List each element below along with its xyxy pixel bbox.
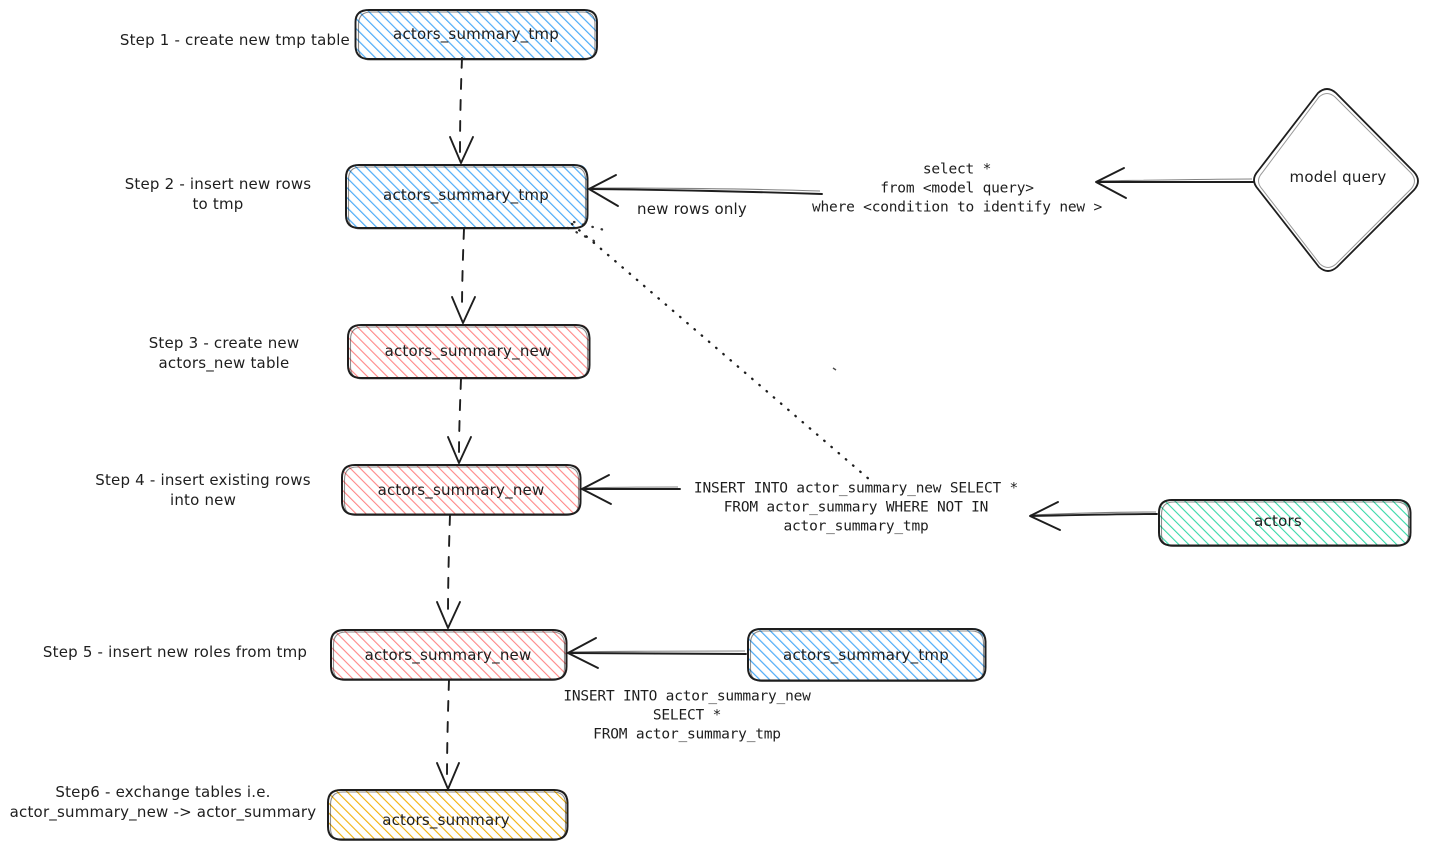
node-new3[interactable] xyxy=(330,629,568,682)
step-label-6: Step6 - exchange tables i.e. actor_summa… xyxy=(9,783,317,821)
stray-mark xyxy=(832,367,837,371)
node-summary[interactable] xyxy=(327,789,569,842)
node-tmp3[interactable] xyxy=(747,628,987,683)
arrow-new2-to-new3 xyxy=(436,514,461,629)
node-new1[interactable] xyxy=(347,324,591,380)
node-actors[interactable] xyxy=(1158,499,1412,548)
arrow-tmp1-to-tmp2 xyxy=(449,57,474,164)
step-label-3: Step 3 - create new actors_new table xyxy=(148,334,300,372)
arrow-tmp3-to-new3 xyxy=(567,637,747,669)
arrow-new3-to-summary xyxy=(436,679,460,790)
arrow-new1-to-new2 xyxy=(447,378,472,464)
node-model-query[interactable] xyxy=(1253,88,1419,272)
arrow-tmp2-to-new1 xyxy=(451,228,476,324)
step-label-4: Step 4 - insert existing rows into new xyxy=(95,471,311,509)
edge-label-step4-sql: INSERT INTO actor_summary_new SELECT * F… xyxy=(693,480,1019,535)
step-label-1: Step 1 - create new tmp table xyxy=(119,31,350,50)
edge-label-model-query-sql: select * from <model query> where <condi… xyxy=(811,161,1103,216)
step-label-5: Step 5 - insert new roles from tmp xyxy=(42,643,308,662)
arrow-actors-to-step4-sql xyxy=(1029,501,1158,531)
arrow-step4-sql-to-new2 xyxy=(581,474,681,505)
step-label-2: Step 2 - insert new rows to tmp xyxy=(124,175,312,213)
edge-label-step5-sql: INSERT INTO actor_summary_new SELECT * F… xyxy=(563,688,811,743)
node-tmp1[interactable] xyxy=(354,9,599,61)
node-new2[interactable] xyxy=(341,464,582,517)
edge-label-new-rows-only: new rows only xyxy=(637,200,747,219)
arrow-model-query-to-sql xyxy=(1095,167,1254,199)
arrow-new-rows-only xyxy=(588,174,823,207)
dotted-connector-tmp2-to-step4-sql xyxy=(566,220,872,482)
node-tmp2[interactable] xyxy=(345,164,589,230)
